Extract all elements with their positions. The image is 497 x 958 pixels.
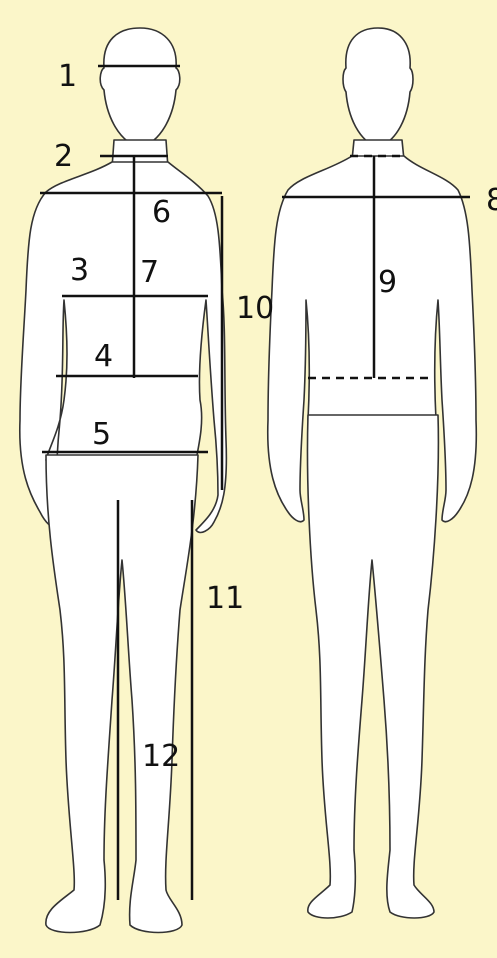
label-6: 6 [152, 195, 171, 230]
label-8: 8 [486, 183, 497, 218]
label-4: 4 [94, 339, 113, 374]
label-1: 1 [58, 59, 77, 94]
label-2: 2 [54, 139, 73, 174]
label-7: 7 [140, 255, 159, 290]
label-3: 3 [70, 253, 89, 288]
label-12: 12 [142, 739, 180, 774]
label-5: 5 [92, 417, 111, 452]
label-11: 11 [206, 581, 244, 616]
label-9: 9 [378, 265, 397, 300]
label-10: 10 [236, 291, 274, 326]
